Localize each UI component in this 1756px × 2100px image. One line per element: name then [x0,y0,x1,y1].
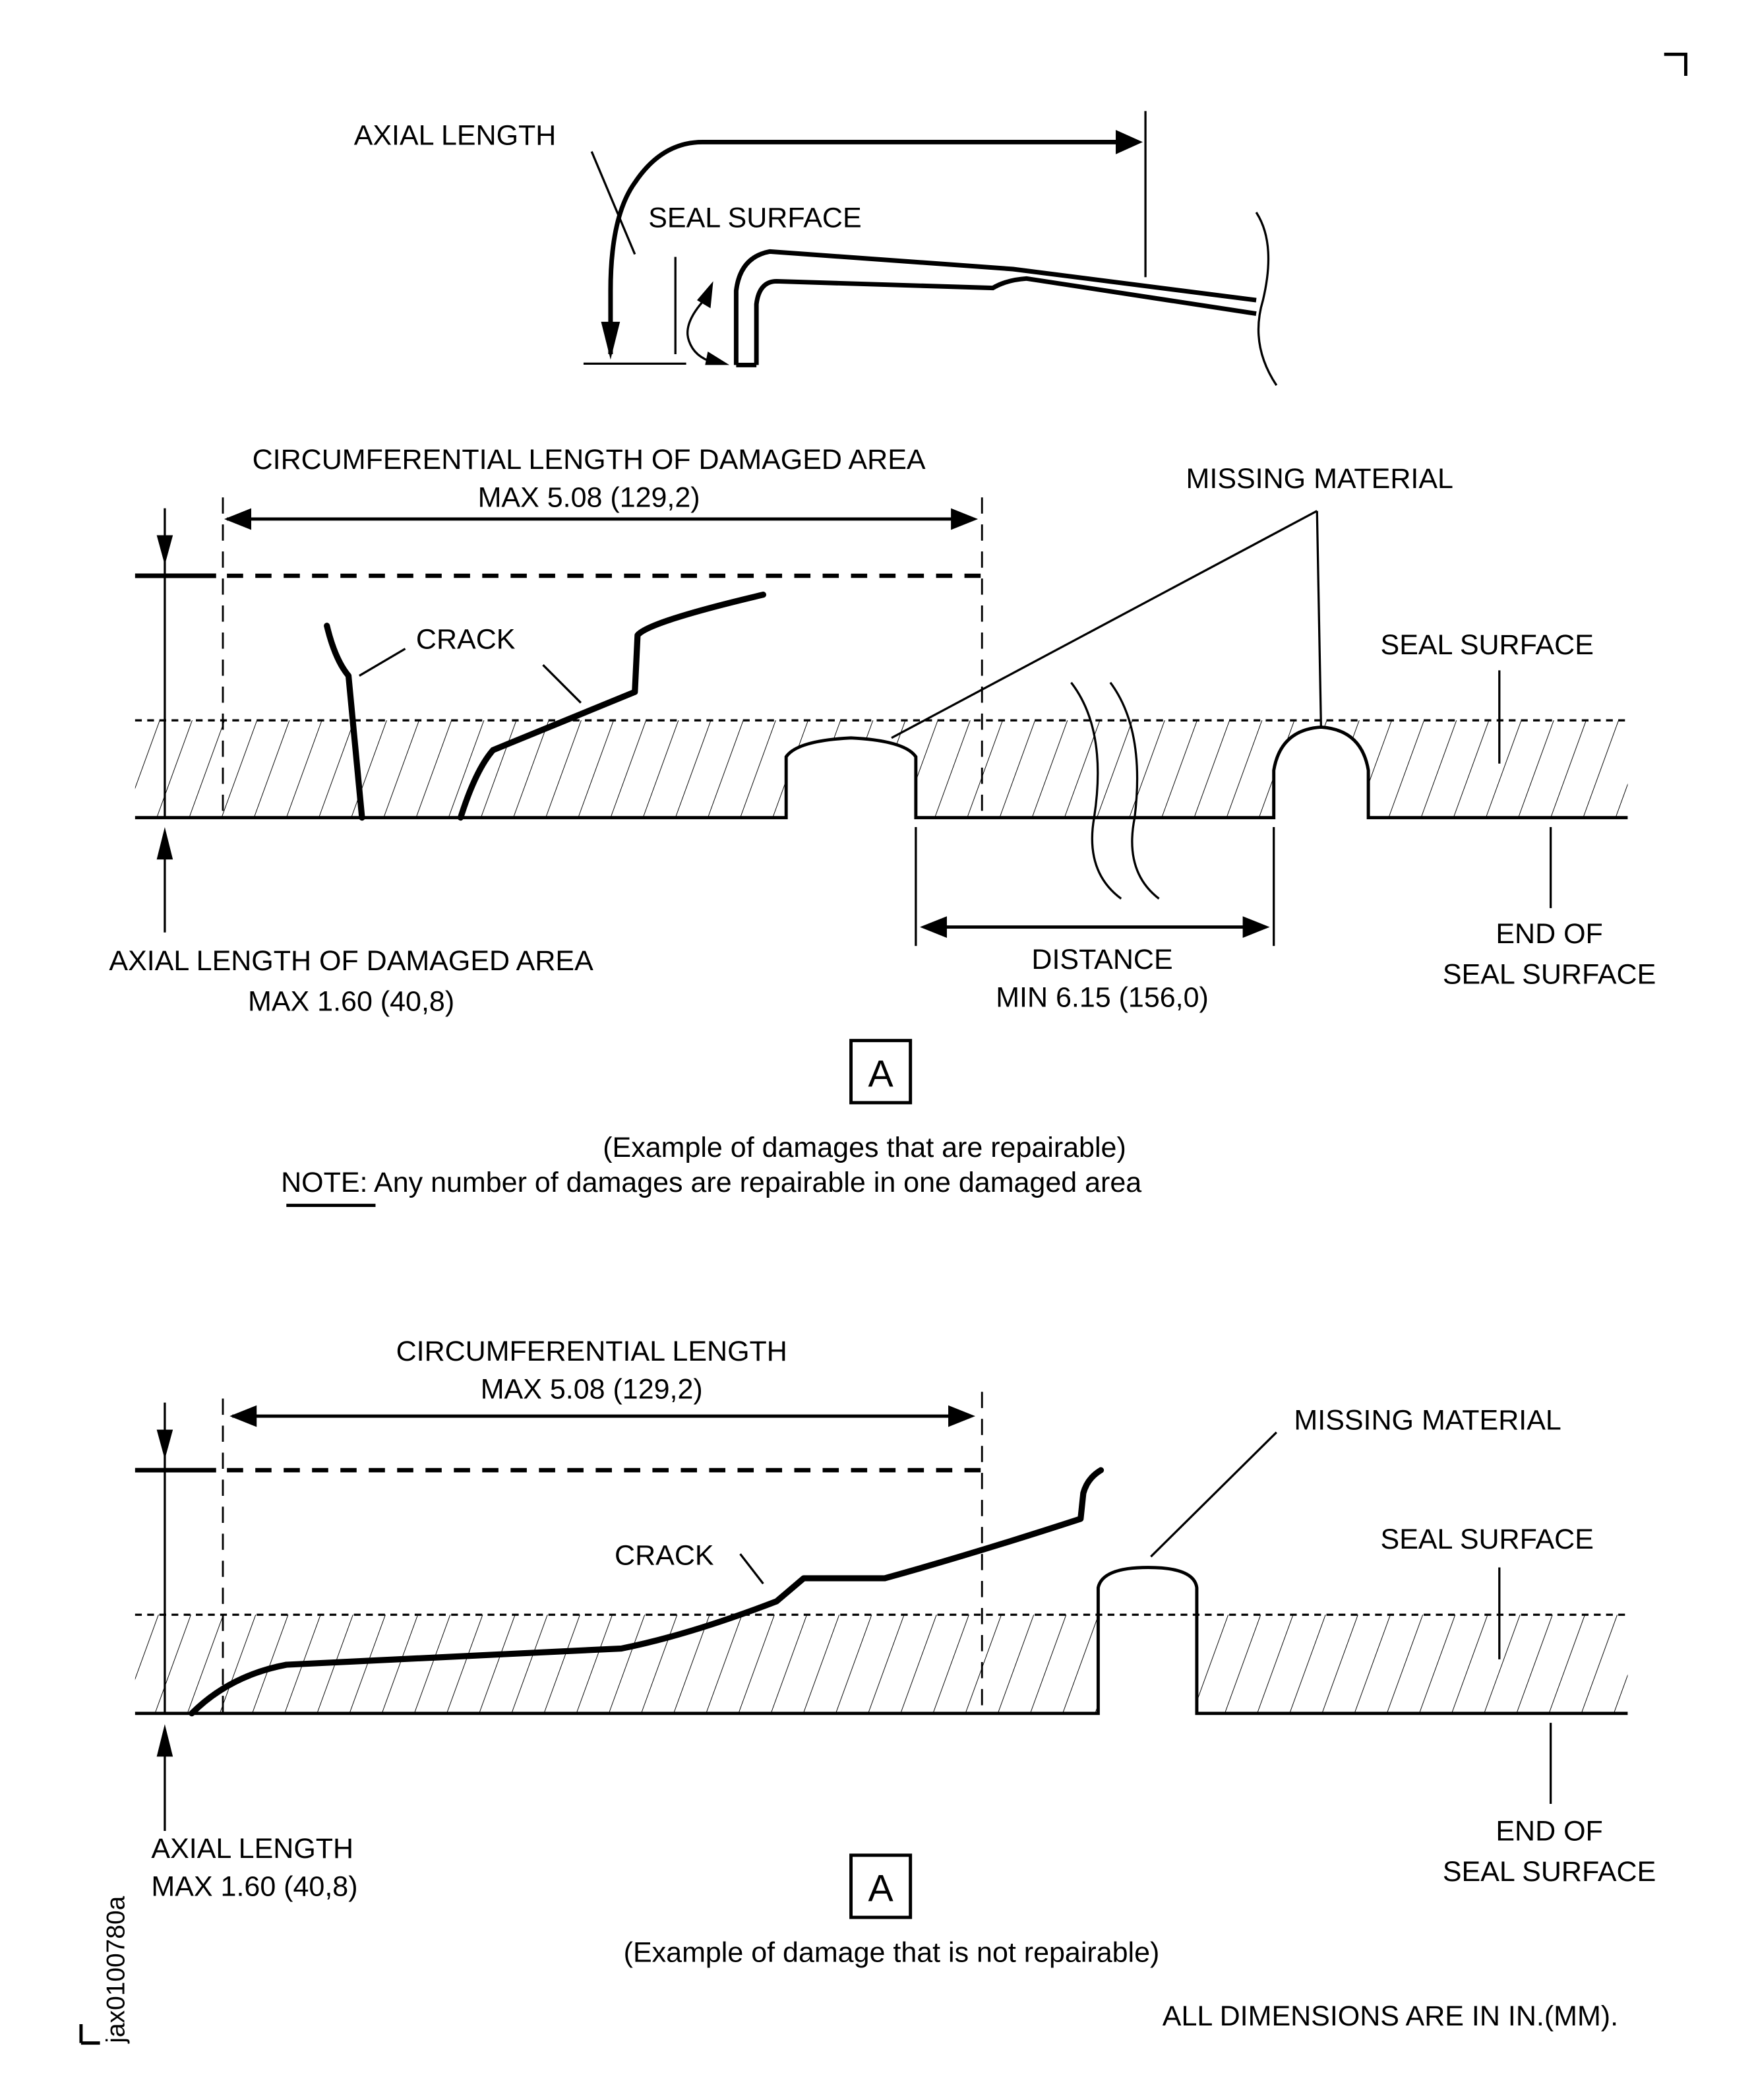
v1-note-text: Any number of damages are repairable in … [367,1167,1141,1198]
v1-circ-arrow-left-icon [224,508,252,530]
v2-end-of-seal-line2: SEAL SURFACE [1443,1856,1656,1888]
v1-missing-leader-1 [891,510,1318,739]
v1-crack-leader-2 [542,664,582,704]
v1-view-marker: A [868,1053,893,1095]
v1-crack-label: CRACK [416,624,516,656]
v2-view-marker: A [868,1868,893,1910]
top-view: AXIAL LENGTH SEAL SURFACE [354,111,1278,386]
v1-end-of-seal-line1: END OF [1496,918,1602,950]
v1-note-prefix: NOTE: [281,1167,367,1198]
seal-part-outer-profile [733,249,1257,365]
v1-break-line-1 [1070,681,1122,900]
v2-view-marker-box [849,1853,913,1919]
v2-seal-surface-label: SEAL SURFACE [1381,1524,1594,1555]
figure-id: jax0100780a [102,1896,130,2043]
v2-axial-label: AXIAL LENGTH [151,1833,353,1865]
top-axial-leader [590,151,636,255]
v1-axial-label: AXIAL LENGTH OF DAMAGED AREA [109,945,593,977]
units-note: ALL DIMENSIONS ARE IN IN.(MM). [1163,2000,1618,2032]
v1-axial-arrow-up-icon [156,827,173,860]
v2-axial-arrow-up-icon [156,1724,173,1757]
v2-axial-arrow-down-icon [156,1429,173,1460]
v2-circ-arrow-right-icon [948,1405,975,1427]
v1-distance-value: MIN 6.15 (156,0) [996,981,1209,1013]
v2-seal-band-hatch [135,1615,1628,1714]
v2-end-of-seal-line1: END OF [1496,1815,1602,1847]
v1-axial-arrow-down-icon [156,535,173,565]
v1-break-line-2 [1109,681,1160,900]
v2-missing-material-label: MISSING MATERIAL [1294,1405,1561,1436]
v2-end-of-seal-profile [135,1566,1628,1715]
v1-distance-arrow-right-icon [1242,916,1270,938]
corner-bracket-icon [1664,52,1687,77]
v2-crack-label: CRACK [615,1539,714,1571]
v1-missing-material-label: MISSING MATERIAL [1186,463,1453,495]
v1-axial-value: MAX 1.60 (40,8) [248,986,454,1018]
v1-view-marker-box [849,1039,913,1105]
v1-distance-label: DISTANCE [1031,944,1172,975]
v2-circumferential-label: CIRCUMFERENTIAL LENGTH [396,1336,787,1367]
v2-missing-leader [1150,1431,1277,1558]
view-not-repairable: CIRCUMFERENTIAL LENGTH MAX 5.08 (129,2) … [135,1336,1656,1969]
v2-circumferential-value: MAX 5.08 (129,2) [481,1374,703,1405]
v1-crack-1 [324,623,365,821]
seal-part-inner-profile [754,276,1257,365]
v2-caption: (Example of damage that is not repairabl… [624,1937,1160,1969]
v1-caption: (Example of damages that are repairable) [603,1132,1126,1163]
seal-part-break-line [1255,212,1278,386]
v1-circumferential-value: MAX 5.08 (129,2) [478,482,700,514]
top-seal-curved-arrow [686,293,714,363]
v1-crack-2 [457,592,766,821]
v1-seal-surface-label: SEAL SURFACE [1381,629,1594,661]
top-axial-arrow-down-icon [601,321,621,360]
v1-missing-leader-2 [1316,510,1323,727]
top-axial-length-label: AXIAL LENGTH [354,120,557,152]
v1-crack-leader-1 [359,648,406,677]
top-axial-dimension-line [608,139,1122,355]
top-seal-surface-label: SEAL SURFACE [648,202,861,233]
top-seal-arrow-up-icon [697,281,713,309]
v1-end-of-seal-line2: SEAL SURFACE [1443,959,1656,991]
v1-distance-arrow-left-icon [920,916,947,938]
v1-circ-arrow-right-icon [951,508,979,530]
v1-circumferential-label: CIRCUMFERENTIAL LENGTH OF DAMAGED AREA [253,444,926,476]
v2-circ-arrow-left-icon [229,1405,257,1427]
v2-crack [189,1467,1105,1717]
v2-axial-value: MAX 1.60 (40,8) [151,1870,357,1902]
view-repairable: CIRCUMFERENTIAL LENGTH OF DAMAGED AREA M… [109,444,1656,1208]
top-axial-arrow-right-icon [1116,129,1143,154]
top-seal-arrow-down-icon [705,351,730,365]
v2-crack-leader [739,1553,764,1585]
v1-note: NOTE: Any number of damages are repairab… [281,1167,1141,1198]
figure-id-bracket-icon [79,2023,100,2045]
